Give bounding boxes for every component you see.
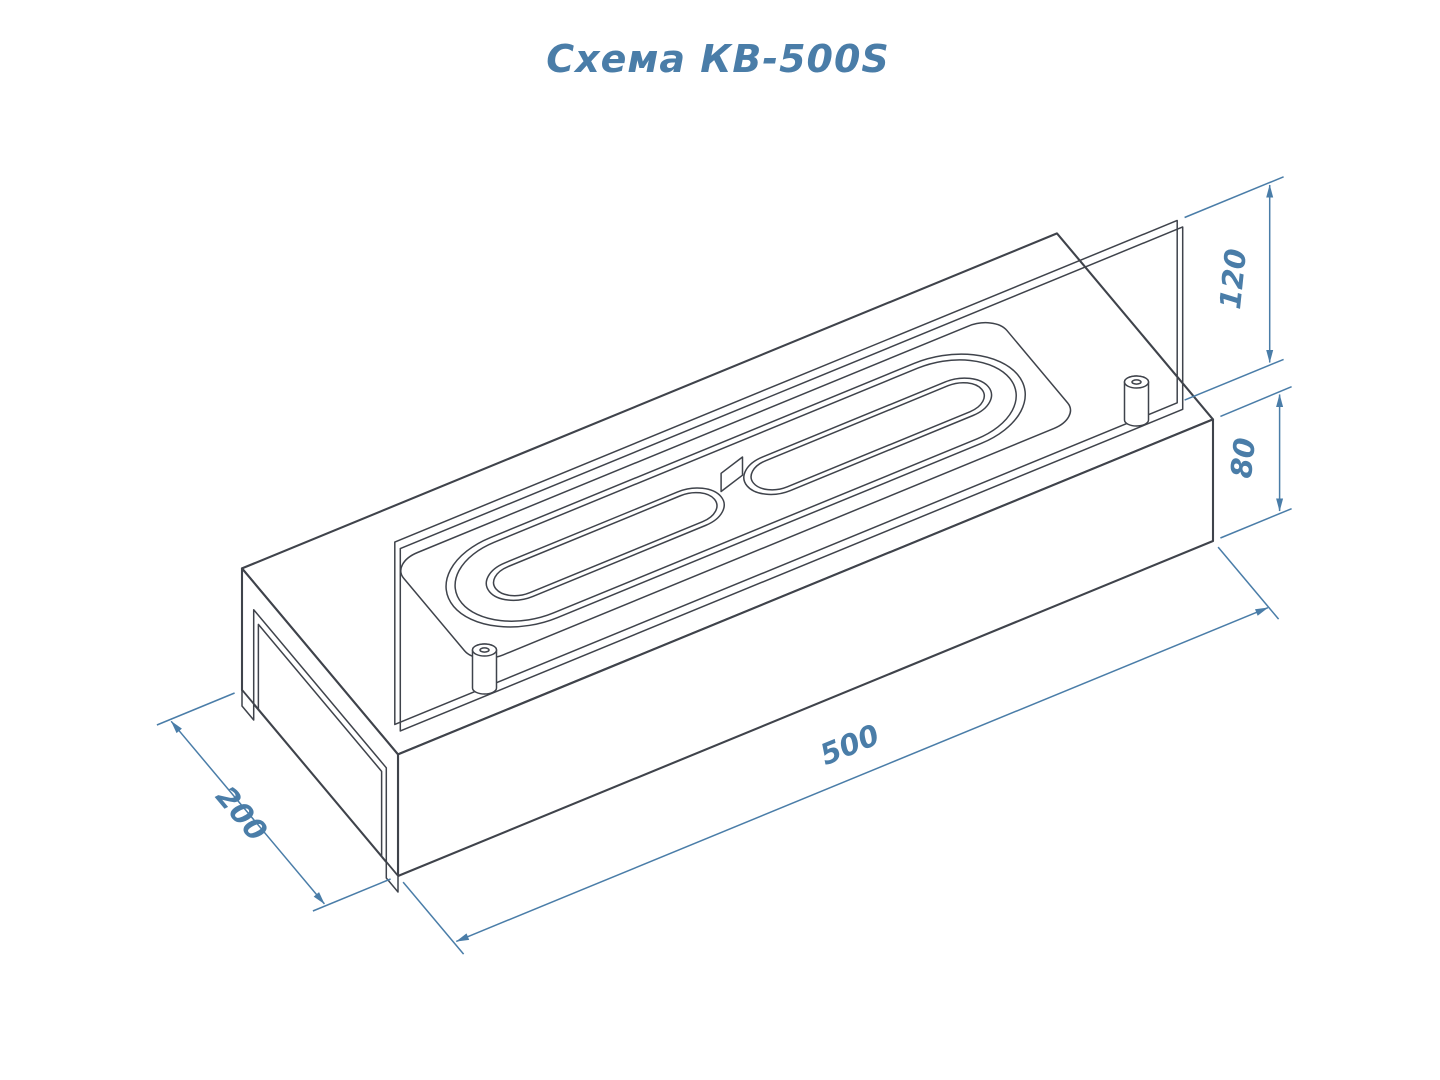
burner-slot-right-mesh [743,376,993,496]
dimension-label-body-height: 80 [1224,436,1262,480]
drawing-title: Схема КВ-500S [546,37,890,81]
left-face-opening [254,610,387,862]
extension-line [1184,176,1284,219]
mounting-foot-rear [242,690,254,720]
dimension-line [170,720,325,905]
extension-line [1220,386,1292,418]
burner-slot-left [475,480,735,609]
clip-top [1125,376,1149,388]
burner-slot-left-mesh [485,486,725,602]
dimension-line [455,607,1269,943]
dimension-glass-height: 120 [1184,176,1284,401]
damper-tab [721,457,742,492]
mounting-foot-front [386,862,398,892]
glass-outline-back [400,227,1182,731]
extension-line [1184,358,1284,401]
glass-panel-front-surface [395,220,1177,724]
extension-line [312,878,391,912]
glass-outline-front [395,220,1177,724]
dimension-label-length: 500 [815,718,884,773]
clip-slot [1132,380,1141,384]
glass-clip-left [473,644,497,694]
dimension-body-height: 80 [1220,386,1292,539]
burner-slot-right [733,370,1002,503]
glass-panel-back-surface [400,227,1182,731]
left-face-opening-inner [258,624,381,856]
extension-line [1220,508,1292,539]
extension-line [1217,546,1280,620]
extension-line [156,692,235,726]
dimension-label-glass-height: 120 [1213,247,1253,311]
dimension-label-depth: 200 [209,779,274,847]
extension-line [402,881,465,955]
glass-clip-right [1125,376,1149,426]
clip-top [473,644,497,656]
